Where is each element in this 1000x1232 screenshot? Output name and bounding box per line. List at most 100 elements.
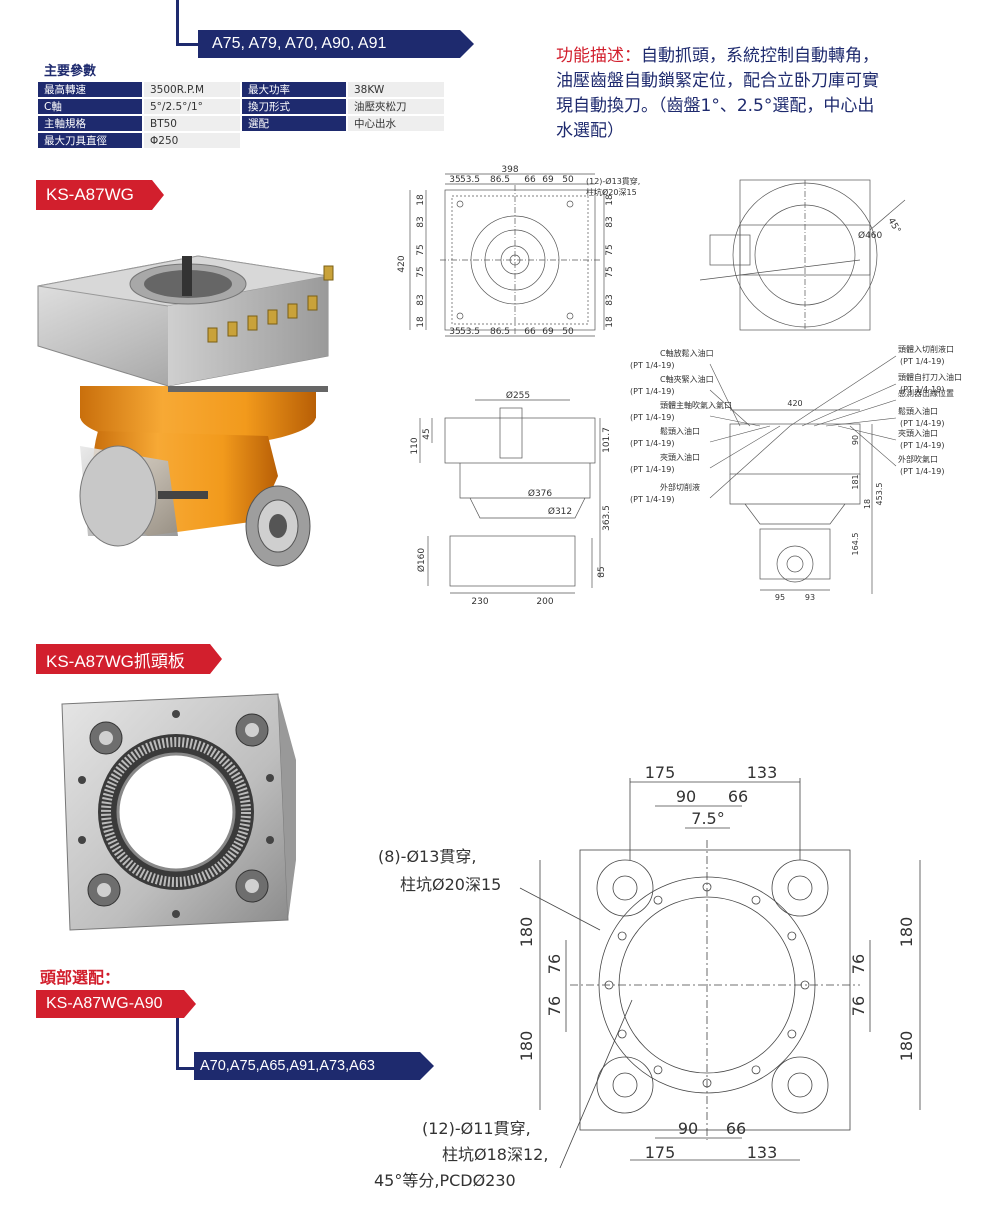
pcd-hole <box>787 931 797 941</box>
function-line-4: 水選配） <box>556 121 624 141</box>
dim-181: 181 <box>851 474 860 489</box>
plate-dim-133-top: 133 <box>747 763 778 782</box>
dim-93: 93 <box>805 593 815 602</box>
function-description: 功能描述：自動抓頭，系統控制自動轉角， 油壓齒盤自動鎖緊定位，配合立卧刀庫可實 … <box>556 44 976 144</box>
param-key: 換刀形式 <box>242 99 346 114</box>
param-key: 最大功率 <box>242 82 346 97</box>
pcd-hole <box>751 895 761 905</box>
port-left-leader <box>709 425 791 499</box>
port-left-leader <box>709 425 771 443</box>
head-option-list-tag: A70,A75,A65,A91,A73,A63 <box>194 1052 434 1080</box>
product-tag-1: KS-A87WG <box>36 180 164 210</box>
port-left-leader <box>709 425 781 469</box>
port-left-name: 鬆頭入油口 <box>660 426 700 436</box>
spindle-head-photo <box>37 255 334 567</box>
plate-dim-76-l2: 76 <box>545 996 564 1016</box>
dim-312: Ø312 <box>548 506 572 517</box>
plate-dim-180-r2: 180 <box>897 1031 916 1062</box>
top-dim-right: 18 <box>605 194 615 206</box>
top-dim-left: 18 <box>416 194 426 206</box>
port-right-leader <box>789 355 897 427</box>
head-option-model-tag: KS-A87WG-A90 <box>36 990 196 1018</box>
dim-230: 230 <box>471 597 488 607</box>
top-models-tag: A75, A79, A70, A90, A91 <box>198 30 474 58</box>
plate-note-bot-2: 柱坑Ø18深12, <box>442 1145 548 1164</box>
param-key: 最高轉速 <box>38 82 142 97</box>
top-dim-row-bot: 35 <box>449 327 460 337</box>
port-left-spec: (PT 1/4-19) <box>630 387 674 396</box>
param-value: 3500R.P.M <box>144 82 240 97</box>
param-value: Φ250 <box>144 133 240 148</box>
plate-dim-76-r1: 76 <box>849 954 868 974</box>
top-dim-row-bot: 50 <box>562 327 574 337</box>
plate-dim-90-top: 90 <box>676 787 696 806</box>
dim-18-front: 18 <box>863 499 872 509</box>
top-dim-left: 18 <box>416 316 426 328</box>
top-dim-left: 83 <box>416 216 426 227</box>
top-dim-row-top: 53.5 <box>460 175 480 185</box>
top-dim-row-top: 69 <box>542 175 554 185</box>
param-key: 選配 <box>242 116 346 131</box>
param-key: 最大刀具直徑 <box>38 133 142 148</box>
dim-398: 398 <box>501 165 518 175</box>
port-left-leader <box>709 389 751 427</box>
option-bracket-horizontal <box>176 1067 196 1070</box>
top-dim-right: 18 <box>605 316 615 328</box>
port-right-spec: (PT 1/4-19) <box>900 419 944 428</box>
top-hole-note-2: 柱坑Ø20深15 <box>586 187 637 197</box>
plate-dim-180-l2: 180 <box>517 1031 536 1062</box>
port-right-leader <box>825 417 897 427</box>
pcd-hole <box>653 1065 663 1075</box>
plate-dim-7-5: 7.5° <box>691 809 724 828</box>
dim-45-side: 45 <box>422 428 432 439</box>
port-left-spec: (PT 1/4-19) <box>630 465 674 474</box>
plate-note-top-1: (8)-Ø13貫穿, <box>378 847 476 866</box>
plate-dim-175-top: 175 <box>645 763 676 782</box>
param-value: 油壓夾松刀 <box>348 99 444 114</box>
top-dim-row-bot: 66 <box>524 327 536 337</box>
param-value: 中心出水 <box>348 116 444 131</box>
product-tag-1-text: KS-A87WG <box>46 185 134 204</box>
port-left-spec: (PT 1/4-19) <box>630 361 674 370</box>
top-dim-left: 83 <box>416 294 426 305</box>
plate-dim-66-top: 66 <box>728 787 748 806</box>
pcd-hole <box>653 895 663 905</box>
plate-dim-76-l1: 76 <box>545 954 564 974</box>
function-line-3: 現自動換刀。（齒盤1°、2.5°選配，中心出 <box>556 96 875 116</box>
params-title: 主要參數 <box>44 64 97 79</box>
port-right-spec: (PT 1/4-19) <box>900 385 944 394</box>
top-hole-note-1: (12)-Ø13貫穿, <box>586 176 640 186</box>
pcd-hole <box>617 1029 627 1039</box>
drawing-top-view-right: Ø460 45° <box>699 179 906 331</box>
top-dim-right: 83 <box>605 216 615 227</box>
dim-363-5: 363.5 <box>602 505 612 531</box>
plate-note-top-2: 柱坑Ø20深15 <box>400 875 501 894</box>
top-dim-right: 75 <box>605 266 615 277</box>
port-left-name: C軸夾緊入油口 <box>660 374 714 384</box>
plate-dim-90-bot: 90 <box>678 1119 698 1138</box>
top-dim-row-top: 35 <box>449 175 460 185</box>
port-right-name: 鬆頭入油口 <box>898 406 938 416</box>
port-right-spec: (PT 1/4-19) <box>900 441 944 450</box>
port-right-leader <box>837 425 897 441</box>
port-left-name: 外部切削液 <box>660 482 700 492</box>
param-value: BT50 <box>144 116 240 131</box>
dim-160: Ø160 <box>416 548 427 573</box>
dim-95: 95 <box>775 593 785 602</box>
param-key <box>242 133 346 148</box>
product-tag-2-text: KS-A87WG抓頭板 <box>46 651 185 671</box>
dim-164-5: 164.5 <box>851 533 860 556</box>
port-left-leader <box>709 363 741 427</box>
plate-note-bot-3: 45°等分,PCDØ230 <box>374 1171 516 1190</box>
plate-dim-180-r1: 180 <box>897 917 916 948</box>
param-value <box>348 133 444 148</box>
pcd-hole <box>751 1065 761 1075</box>
top-bracket-vertical <box>176 0 179 46</box>
top-dim-left: 75 <box>416 266 426 277</box>
head-option-list-text: A70,A75,A65,A91,A73,A63 <box>200 1058 375 1074</box>
port-right-name: 夾頭入油口 <box>898 428 938 438</box>
dim-420-front: 420 <box>787 399 802 408</box>
